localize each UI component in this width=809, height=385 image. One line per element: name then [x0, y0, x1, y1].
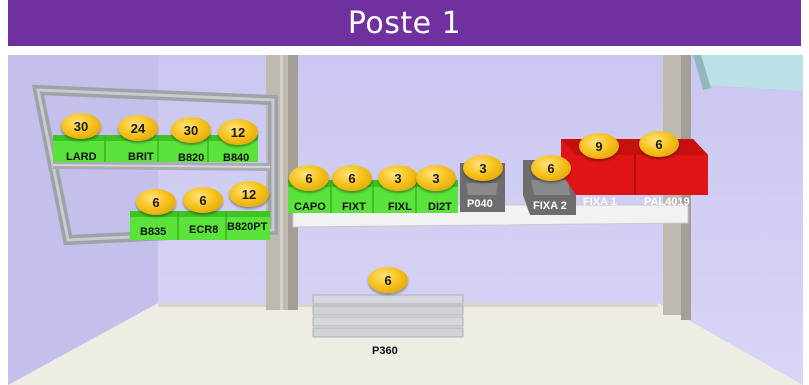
label-lard: LARD	[66, 151, 97, 163]
label-fixa2: FIXA 2	[533, 200, 567, 212]
floor	[8, 303, 803, 385]
label-pal4019: PAL4019	[644, 196, 690, 208]
count-badge-b835: 6	[136, 189, 176, 215]
count-badge-brit: 24	[118, 115, 158, 141]
count-badge-fixa1: 9	[579, 133, 619, 159]
count-badge-lard: 30	[61, 113, 101, 139]
count-badge-b840: 12	[218, 119, 258, 145]
title-bar: Poste 1	[8, 0, 801, 46]
count-badge-p040: 3	[463, 155, 503, 181]
count-badge-b820pt: 12	[229, 181, 269, 207]
count-badge-fixt: 6	[332, 165, 372, 191]
workstation-scene: 30 LARD 24 BRIT 30 B820 12 B840 6 B835 6…	[8, 55, 803, 385]
window-panel	[698, 55, 803, 91]
count-badge-di2t: 3	[416, 165, 456, 191]
count-badge-fixl: 3	[378, 165, 418, 191]
label-fixt: FIXT	[342, 201, 366, 213]
label-fixl: FIXL	[388, 201, 412, 213]
count-badge-p360: 6	[368, 267, 408, 293]
pallet-p360	[312, 294, 464, 338]
scene-drawing	[8, 55, 803, 385]
label-capo: CAPO	[294, 201, 326, 213]
count-badge-ecr8: 6	[183, 187, 223, 213]
label-fixa1: FIXA 1	[583, 196, 617, 208]
count-badge-pal4019: 6	[639, 131, 679, 157]
label-di2t: DI2T	[428, 201, 452, 213]
count-badge-fixa2: 6	[531, 155, 571, 181]
label-p040: P040	[467, 198, 493, 210]
label-b835: B835	[140, 226, 167, 238]
label-b820: B820	[178, 152, 205, 164]
count-badge-b820: 30	[171, 117, 211, 143]
label-ecr8: ECR8	[189, 224, 219, 236]
count-badge-capo: 6	[289, 165, 329, 191]
label-p360: P360	[372, 345, 398, 357]
label-b840: B840	[223, 152, 250, 164]
label-brit: BRIT	[128, 151, 154, 163]
label-b820pt: B820PT	[227, 221, 268, 233]
page-title: Poste 1	[347, 5, 462, 41]
